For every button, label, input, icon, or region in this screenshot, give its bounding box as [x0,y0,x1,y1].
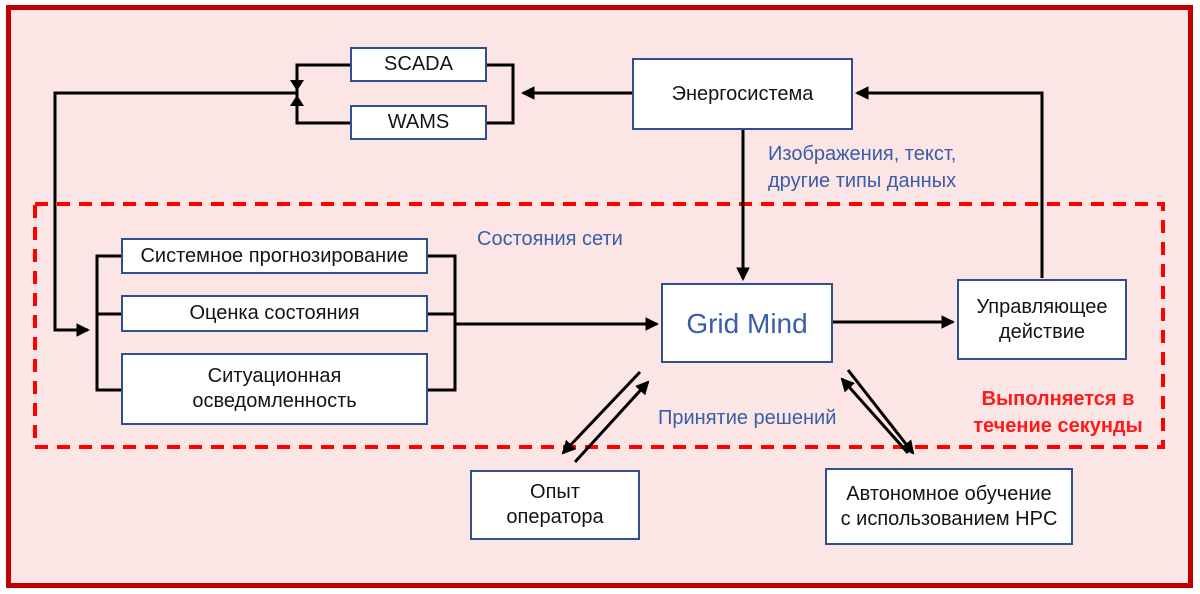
label-executes-within-second: Выполняется в течение секунды [973,388,1143,437]
arrow-gridmind-to-learning [846,369,915,455]
arrow-learning-to-gridmind [840,377,910,454]
arrow-operator-to-gridmind [573,380,650,464]
scada-wams-left-bracket [295,63,353,125]
arrow-controlaction-to-powersystem [854,86,1044,278]
merge-arrowhead-up-icon [290,95,304,106]
box-scada: SCADA [350,47,487,82]
arrow-gridmind-to-operator [561,370,642,455]
box-autonomous-learning: Автономное обучение с использованием HPC [825,468,1073,545]
box-wams: WAMS [350,105,487,140]
analysis-left-bracket [95,254,122,392]
scada-wams-right-bracket [487,63,515,125]
box-system-forecasting: Системное прогнозирование [121,238,428,274]
box-control-action: Управляющее действие [957,279,1127,360]
realtime-boundary-dashed-box [33,202,1165,449]
merge-arrowhead-down-icon [290,80,304,91]
box-power-system: Энергосистема [632,58,853,130]
label-data-types: Изображения, текст, другие типы данных [768,143,957,192]
label-decision-making: Принятие решений [658,407,837,429]
box-grid-mind: Grid Mind [661,283,833,363]
analysis-right-bracket [428,254,457,392]
box-state-estimation: Оценка состояния [121,295,428,332]
box-operator-experience: Опыт оператора [470,470,640,540]
box-situational-awareness: Ситуационная осведомленность [121,353,428,425]
arrow-scadawams-to-analysis [53,91,297,337]
label-network-states: Состояния сети [477,228,623,250]
